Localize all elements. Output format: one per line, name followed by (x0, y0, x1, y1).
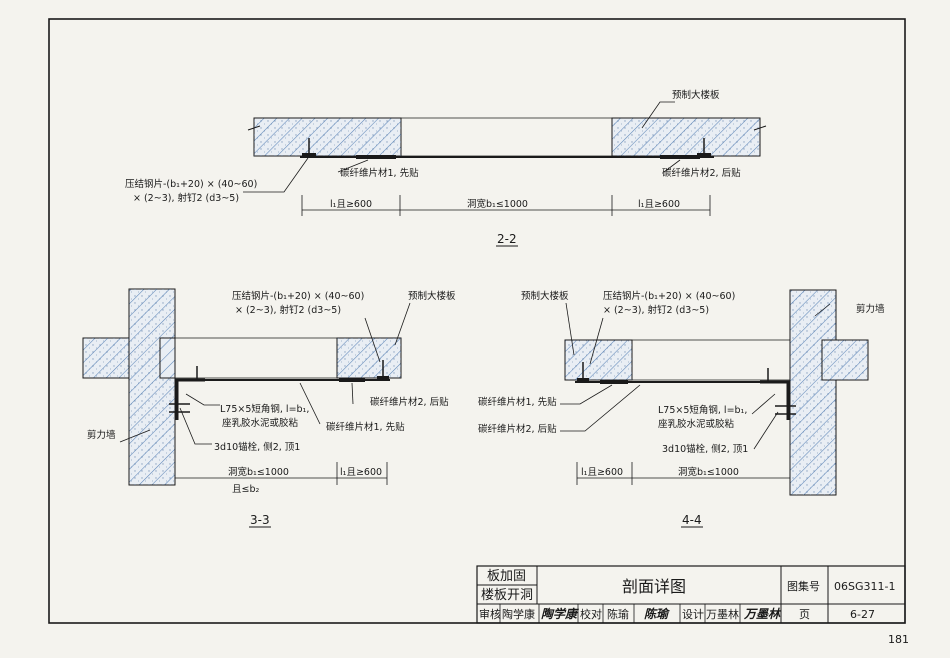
label-plate-line1: 压结钢片-(b₁+20) × (40~60) (125, 178, 257, 190)
page-value: 6-27 (850, 608, 875, 621)
angle-steel (175, 378, 205, 420)
review-signature: 陶学康 (541, 607, 579, 621)
check-label: 校对 (580, 607, 602, 621)
drawing-title: 剖面详图 (622, 577, 686, 596)
label-angle-line2: 座乳胶水泥或胶粘 (658, 418, 735, 430)
label-carbon-after: 碳纤维片材2, 后贴 (478, 423, 557, 435)
check-signature: 陈瑜 (644, 607, 671, 621)
section-2-2: 预制大楼板 压结钢片-(b₁+20) × (40~60) × (2~3), 射钉… (125, 89, 767, 247)
steel-plate-left (302, 153, 316, 158)
dim-right: l₁且≥600 (340, 467, 382, 478)
label-angle-line2: 座乳胶水泥或胶粘 (222, 417, 299, 429)
label-bolts: 3d10锚栓, 侧2, 顶1 (662, 443, 748, 455)
carbon-sheet-2-right (660, 155, 700, 159)
label-slab: 预制大楼板 (672, 89, 720, 101)
section-title-3-3: 3-3 (250, 513, 270, 527)
label-slab: 预制大楼板 (521, 290, 569, 302)
check-name: 陈瑜 (607, 607, 629, 621)
section-title-2-2: 2-2 (497, 232, 517, 246)
label-carbon-first: 碳纤维片材1, 先贴 (326, 421, 405, 433)
label-angle-line1: L75×5短角钢, l=b₁, (658, 404, 747, 416)
section-3-3: 压结钢片-(b₁+20) × (40~60) × (2~3), 射钉2 (d3~… (82, 288, 456, 528)
label-angle-line1: L75×5短角钢, l=b₁, (220, 403, 309, 415)
design-signature: 万墨林 (743, 607, 782, 621)
dim-mid: 洞宽b₁≤1000 (678, 466, 739, 478)
review-label: 审核 (479, 607, 501, 621)
label-carbon-after: 碳纤维片材2, 后贴 (370, 396, 449, 408)
category-2: 楼板开洞 (481, 588, 533, 603)
label-plate-line2: × (2~3), 射钉2 (d3~5) (235, 304, 341, 316)
dim-mid-line1: 洞宽b₁≤1000 (228, 466, 289, 478)
dim-left: l₁且≥600 (581, 467, 623, 478)
carbon-sheet-2 (339, 378, 365, 382)
design-name: 万墨林 (706, 607, 739, 621)
title-block: 板加固 楼板开洞 剖面详图 图集号 06SG311-1 审核 陶学康 陶学康 校… (476, 565, 906, 624)
label-shear-wall: 剪力墙 (87, 429, 116, 441)
label-plate-line1: 压结钢片-(b₁+20) × (40~60) (603, 290, 735, 302)
review-name: 陶学康 (502, 607, 535, 621)
dim-left: l₁且≥600 (330, 199, 372, 210)
label-carbon-first: 碳纤维片材1, 先贴 (478, 396, 557, 408)
dim-right: l₁且≥600 (638, 199, 680, 210)
label-plate-line2: × (2~3), 射钉2 (d3~5) (133, 192, 239, 204)
label-shear-wall: 剪力墙 (856, 303, 885, 315)
section-title-4-4: 4-4 (682, 513, 702, 527)
label-plate-line1: 压结钢片-(b₁+20) × (40~60) (232, 290, 364, 302)
dim-mid: 洞宽b₁≤1000 (467, 198, 528, 210)
label-carbon-first: 碳纤维片材1, 先贴 (340, 167, 419, 179)
label-plate-line2: × (2~3), 射钉2 (d3~5) (603, 304, 709, 316)
page-label: 页 (799, 608, 810, 621)
label-slab: 预制大楼板 (408, 290, 456, 302)
label-bolts: 3d10锚栓, 侧2, 顶1 (214, 441, 300, 453)
dim-mid-line2: 且≤b₂ (232, 484, 259, 495)
atlas-number: 06SG311-1 (834, 580, 895, 593)
steel-plate-right (697, 153, 711, 158)
atlas-label: 图集号 (787, 579, 820, 593)
page-number: 181 (888, 633, 909, 646)
carbon-sheet-2-left (356, 155, 396, 159)
angle-steel (760, 380, 790, 420)
design-label: 设计 (682, 608, 704, 621)
drawing-frame (48, 18, 906, 624)
label-carbon-after: 碳纤维片材2, 后贴 (662, 167, 741, 179)
section-4-4: 预制大楼板 压结钢片-(b₁+20) × (40~60) × (2~3), 射钉… (478, 289, 885, 528)
carbon-sheet-2 (600, 380, 628, 384)
category-1: 板加固 (487, 569, 526, 584)
